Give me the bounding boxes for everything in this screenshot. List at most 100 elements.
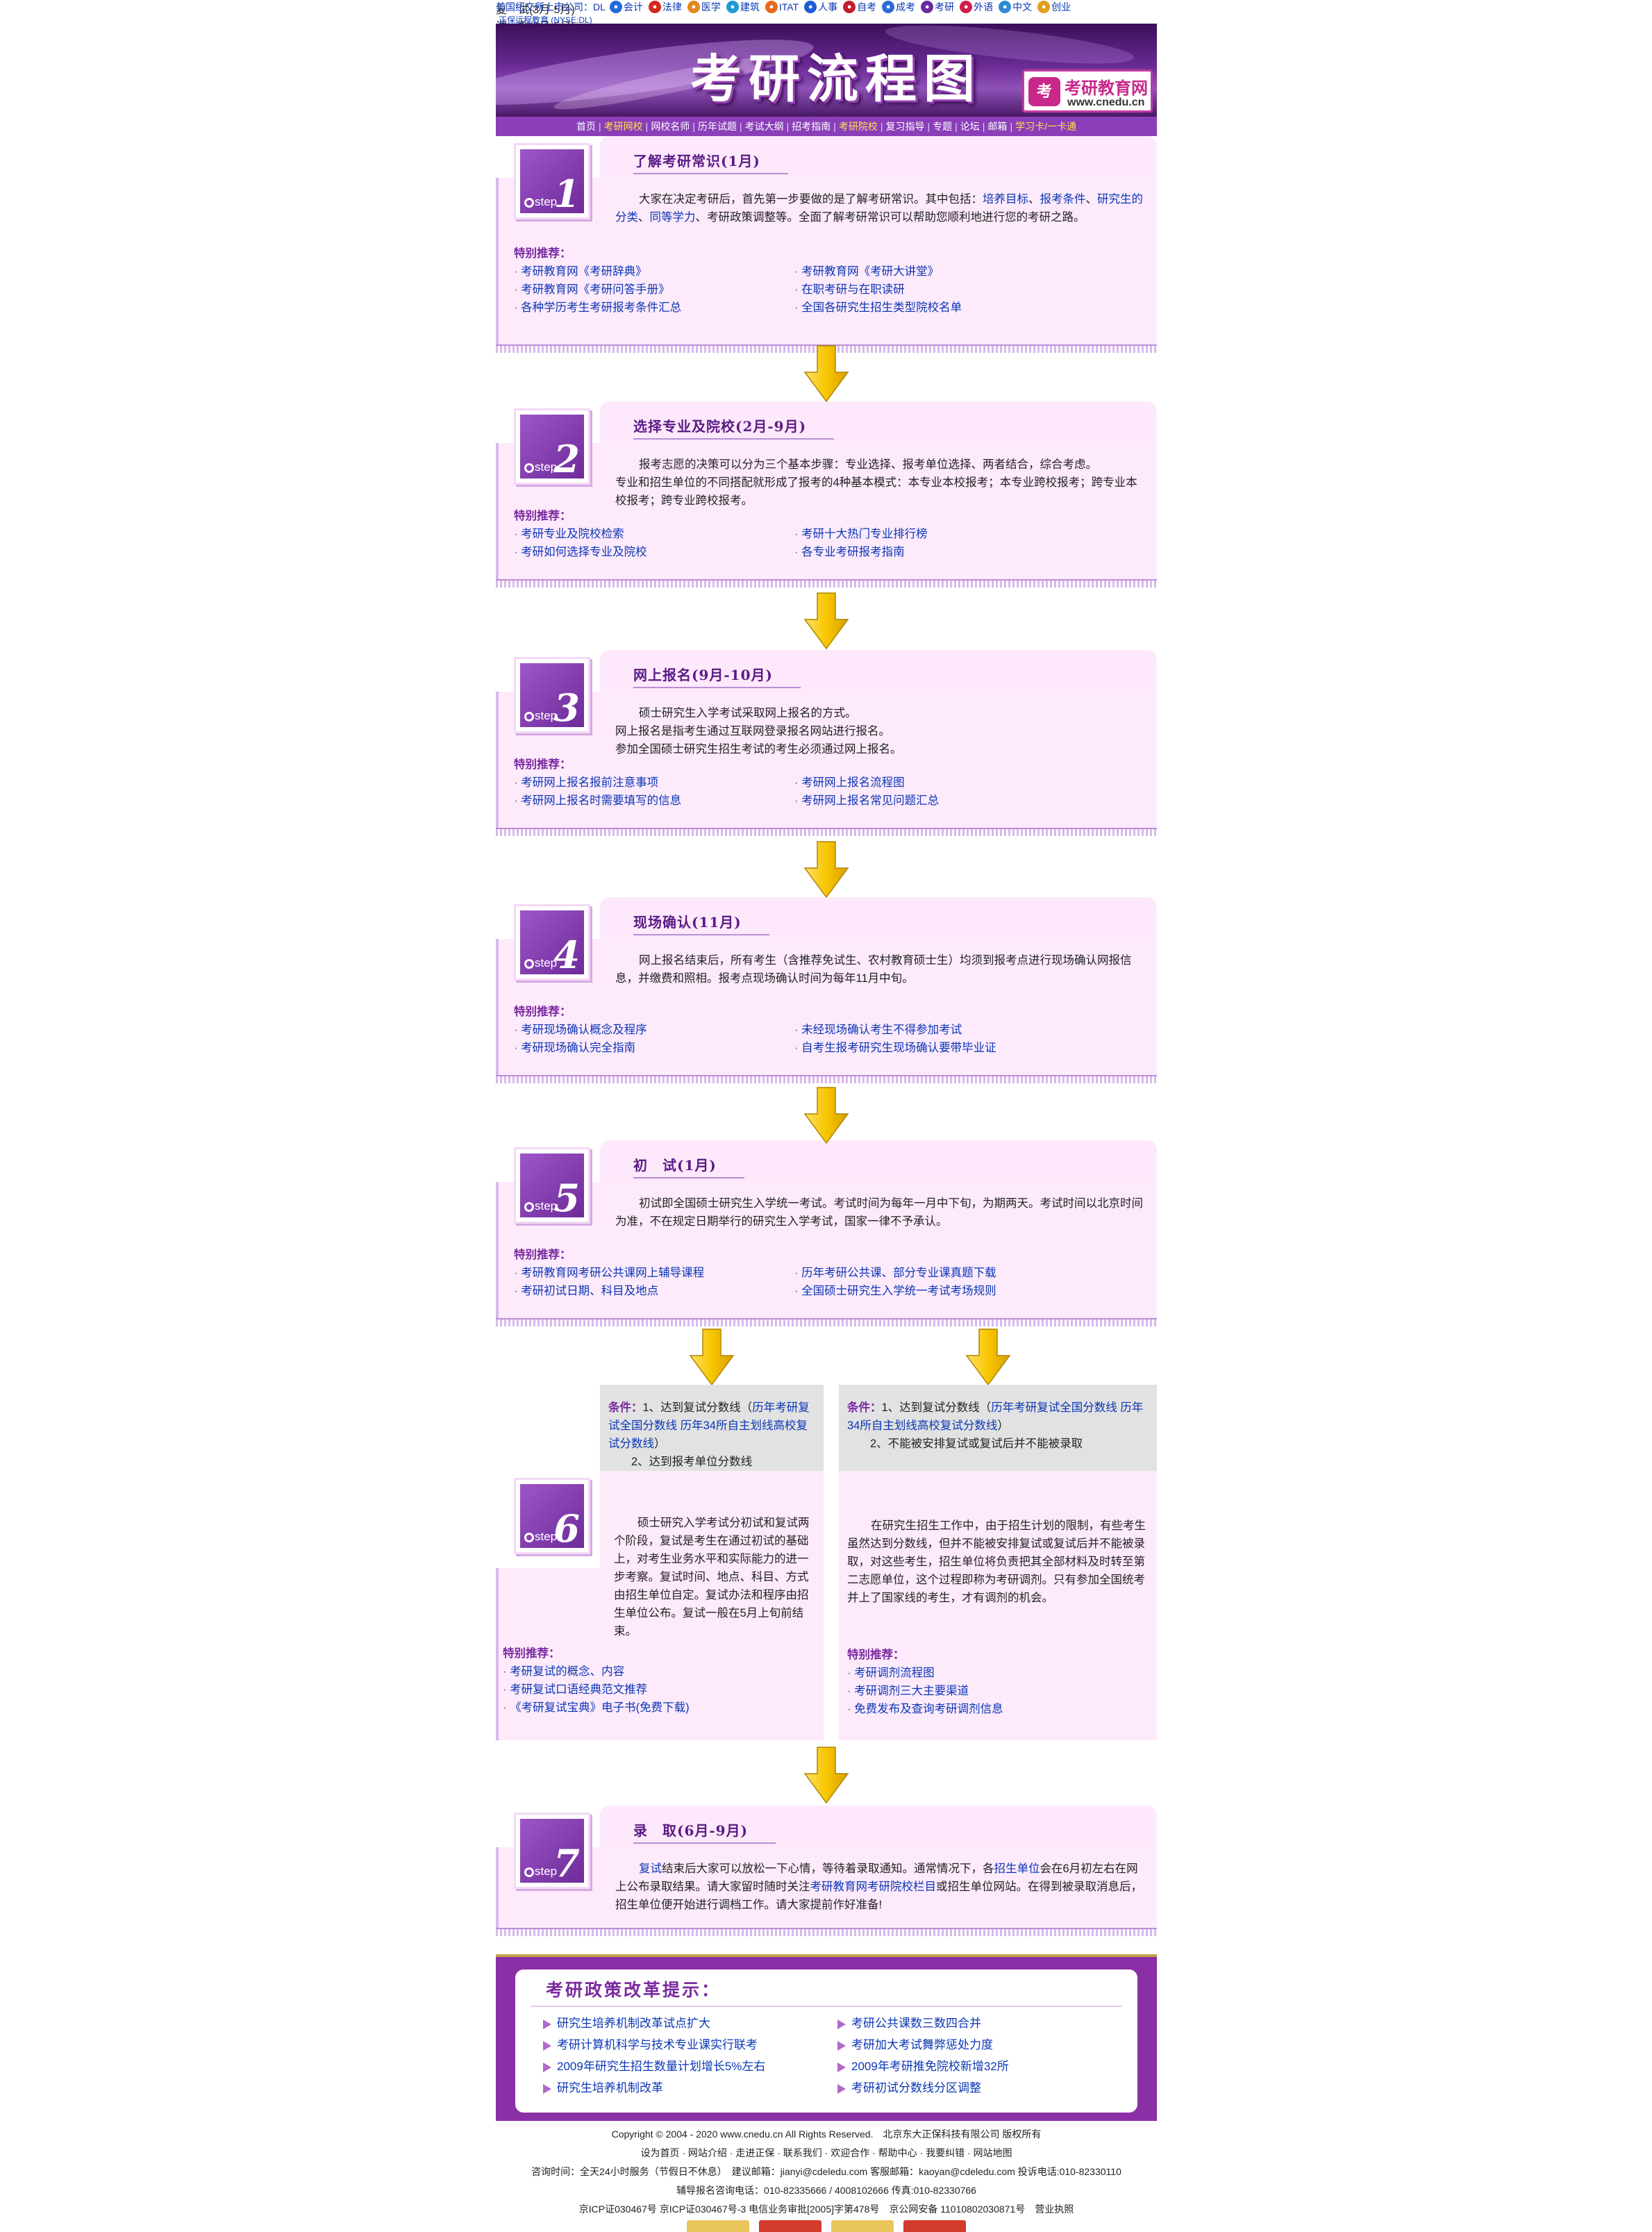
recommendation-link[interactable]: 考研网上报名时需要填写的信息 <box>514 792 794 810</box>
step-label: step <box>524 1530 557 1544</box>
main-nav: 首页|考研网校|网校名师|历年试题|考试大纲|招考指南|考研院校|复习指导|专题… <box>496 117 1157 136</box>
policy-tips: 考研政策改革提示： 研究生培养机制改革试点扩大考研公共课数三数四合并考研计算机科… <box>496 1954 1157 2121</box>
recommendation-link[interactable]: 各专业考研报考指南 <box>794 543 1075 561</box>
recommendation-list: 考研现场确认概念及程序未经现场确认考生不得参加考试考研现场确认完全指南自考生报考… <box>514 1021 1146 1057</box>
step-header-bg <box>600 1140 1157 1182</box>
nav-item[interactable]: 考研网校 <box>603 121 643 132</box>
recommendation-link[interactable]: 考研教育网《考研辞典》 <box>514 263 794 281</box>
channel-icon: ● <box>726 1 739 13</box>
recommendation-link[interactable]: 考研教育网《考研问答手册》 <box>514 281 794 299</box>
step-circle-icon <box>524 463 534 473</box>
recommendation-link[interactable]: 考研专业及院校检索 <box>514 525 794 543</box>
policy-link[interactable]: 2009年研究生招生数量计划增长5%左右 <box>543 2056 837 2077</box>
badge-icon[interactable] <box>687 2220 749 2232</box>
policy-list: 研究生培养机制改革试点扩大考研公共课数三数四合并考研计算机科学与技术专业课实行联… <box>543 2013 1132 2099</box>
channel-link[interactable]: ●成考 <box>882 0 915 14</box>
step-circle-icon <box>524 1867 534 1877</box>
recommendation-link[interactable]: 考研如何选择专业及院校 <box>514 543 794 561</box>
recommendation-link[interactable]: 考研现场确认概念及程序 <box>514 1021 794 1039</box>
channel-bar: 美国纽交所上市公司：DL ●会计●法律●医学●建筑●ITAT●人事●自考●成考●… <box>496 0 1157 24</box>
step-header-bg <box>600 136 1157 178</box>
recommendation-link[interactable]: 全国硕士研究生入学统一考试考场规则 <box>794 1282 1075 1300</box>
nav-separator: | <box>833 121 836 132</box>
recommendations: 特别推荐：考研专业及院校检索考研十大热门专业排行榜考研如何选择专业及院校各专业考… <box>514 507 1146 561</box>
recommendation-link[interactable]: 考研初试日期、科目及地点 <box>514 1282 794 1300</box>
channel-link[interactable]: ●法律 <box>648 0 682 14</box>
recommendation-link[interactable]: 在职考研与在职读研 <box>794 281 1075 299</box>
recommendation-link[interactable]: 各种学历考生考研报考条件汇总 <box>514 299 794 317</box>
channel-link[interactable]: ●外语 <box>960 0 993 14</box>
channel-link[interactable]: ●自考 <box>843 0 876 14</box>
recommendation-link[interactable]: 考研复试口语经典范文推荐 <box>503 1681 815 1699</box>
recommendation-link[interactable]: 历年考研公共课、部分专业课真题下载 <box>794 1264 1075 1282</box>
step-label: step <box>524 1865 557 1879</box>
nav-separator: | <box>692 121 695 132</box>
channel-label: 外语 <box>974 1 994 13</box>
recommendation-link[interactable]: 未经现场确认考生不得参加考试 <box>794 1021 1075 1039</box>
recommendation-link[interactable]: 考研现场确认完全指南 <box>514 1039 794 1057</box>
step-label: step <box>524 195 557 209</box>
step-circle-icon <box>524 1201 534 1212</box>
policy-link[interactable]: 研究生培养机制改革试点扩大 <box>543 2013 837 2034</box>
site-logo[interactable]: 考 考研教育网 www.cnedu.cn <box>1022 69 1153 113</box>
recommendation-link[interactable]: 考研调剂流程图 <box>847 1664 1146 1682</box>
channel-link[interactable]: ●会计 <box>609 0 643 14</box>
triangle-bullet-icon <box>543 2083 551 2094</box>
recommendations-heading: 特别推荐： <box>514 1249 571 1261</box>
nav-item[interactable]: 首页 <box>576 121 596 132</box>
nav-item[interactable]: 网校名师 <box>651 121 690 132</box>
channel-link[interactable]: ●建筑 <box>726 0 760 14</box>
nav-separator: | <box>955 121 958 132</box>
recommendation-link[interactable]: 考研网上报名流程图 <box>794 774 1075 792</box>
step-footer-stripe <box>496 579 1157 588</box>
channel-link[interactable]: ●医学 <box>687 0 721 14</box>
nav-item[interactable]: 考研院校 <box>838 121 878 132</box>
badge-icon[interactable] <box>831 2220 894 2232</box>
policy-link-text: 2009年研究生招生数量计划增长5%左右 <box>557 2060 766 2073</box>
step-header-bg <box>600 401 1157 443</box>
policy-link[interactable]: 考研公共课数三数四合并 <box>837 2013 1132 2034</box>
policy-link[interactable]: 2009年考研推免院校新增32所 <box>837 2056 1132 2077</box>
badge-icon[interactable] <box>759 2220 821 2232</box>
policy-link-text: 考研加大考试舞弊惩处力度 <box>851 2038 993 2051</box>
nav-item[interactable]: 复习指导 <box>885 121 925 132</box>
policy-link[interactable]: 考研初试分数线分区调整 <box>837 2077 1132 2099</box>
step-title: 初 试(1月) <box>633 1154 744 1179</box>
nav-item[interactable]: 历年试题 <box>697 121 737 132</box>
step-label: step <box>524 709 557 723</box>
recommendation-link[interactable]: 考研复试的概念、内容 <box>503 1663 815 1681</box>
recommendation-link[interactable]: 自考生报考研究生现场确认要带毕业证 <box>794 1039 1075 1057</box>
policy-link[interactable]: 研究生培养机制改革 <box>543 2077 837 2099</box>
channel-link[interactable]: ●中文 <box>999 0 1032 14</box>
recommendation-link[interactable]: 《考研复试宝典》电子书(免费下载) <box>503 1699 815 1717</box>
phone-info: 辅导报名咨询电话：010-82335666 / 4008102666 传真:01… <box>676 2185 976 2196</box>
nav-item[interactable]: 招考指南 <box>792 121 831 132</box>
channel-label: ITAT <box>778 1 799 13</box>
recommendation-list: 考研网上报名报前注意事项考研网上报名流程图考研网上报名时需要填写的信息考研网上报… <box>514 774 1146 810</box>
channel-link[interactable]: ●人事 <box>804 0 837 14</box>
footer-links[interactable]: 设为首页 · 网站介绍 · 走进正保 · 联系我们 · 欢迎合作 · 帮助中心 … <box>640 2147 1012 2158</box>
recommendation-link[interactable]: 免费发布及查询考研调剂信息 <box>847 1700 1146 1718</box>
channel-link[interactable]: ●考研 <box>921 0 954 14</box>
policy-link[interactable]: 考研加大考试舞弊惩处力度 <box>837 2034 1132 2056</box>
recommendation-link[interactable]: 考研十大热门专业排行榜 <box>794 525 1075 543</box>
policy-link[interactable]: 考研计算机科学与技术专业课实行联考 <box>543 2034 837 2056</box>
recommendation-link[interactable]: 考研教育网《考研大讲堂》 <box>794 263 1075 281</box>
channel-link[interactable]: ●ITAT <box>765 0 799 14</box>
nav-item[interactable]: 考试大纲 <box>744 121 784 132</box>
recommendation-link[interactable]: 全国各研究生招生类型院校名单 <box>794 299 1075 317</box>
nav-item[interactable]: 专题 <box>933 121 953 132</box>
policy-link-text: 考研计算机科学与技术专业课实行联考 <box>557 2038 758 2051</box>
recommendation-link[interactable]: 考研调剂三大主要渠道 <box>847 1682 1146 1700</box>
recommendation-link[interactable]: 考研网上报名常见问题汇总 <box>794 792 1075 810</box>
nav-item[interactable]: 邮箱 <box>987 121 1008 132</box>
recommendation-link[interactable]: 考研网上报名报前注意事项 <box>514 774 794 792</box>
channel-link[interactable]: ●创业 <box>1037 0 1071 14</box>
badge-icon[interactable] <box>903 2220 966 2232</box>
nav-item[interactable]: 论坛 <box>960 121 980 132</box>
nav-item[interactable]: 学习卡/一卡通 <box>1015 121 1076 132</box>
condition-label: 条件： <box>608 1401 643 1414</box>
recommendation-link[interactable]: 考研教育网考研公共课网上辅导课程 <box>514 1264 794 1282</box>
